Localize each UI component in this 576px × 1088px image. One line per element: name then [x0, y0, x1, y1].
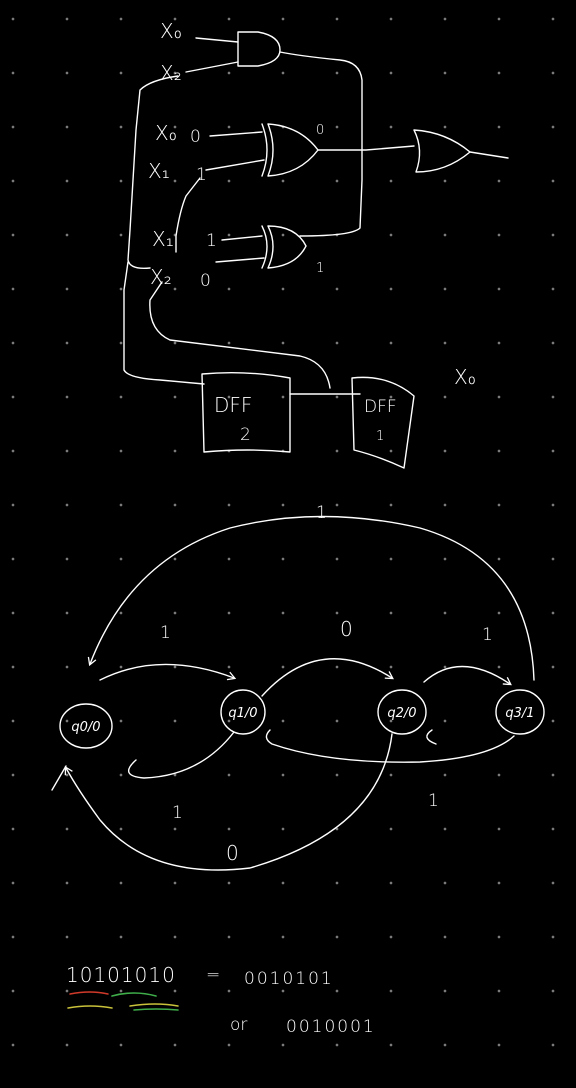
edge-label-q2-q3: 1: [482, 625, 493, 645]
wire-x1-to-xor-mid: [205, 159, 265, 171]
dff2-index: 2: [240, 425, 251, 445]
state-q0-label: q0/0: [71, 720, 100, 735]
dff2-title: DFF: [214, 393, 252, 417]
input-label-x2-top: X₂: [160, 61, 182, 85]
underline-red: [69, 991, 109, 995]
dff1-title: DFF: [364, 397, 397, 417]
wire-x2-to-and-top: [185, 61, 239, 73]
edge-q0-to-q1: [99, 663, 237, 681]
wire-xor-mid-to-or: [317, 145, 415, 151]
sequence-output-b: 0010001: [286, 1017, 376, 1037]
input-label-x0-top: X₀: [160, 19, 182, 43]
wire-x0-to-and-top: [195, 37, 239, 43]
state-machine-diagram: q0/0 q1/0 q2/0 q3/1 1 1 0 1 1 1: [51, 503, 545, 871]
sequence-output-a: 0010101: [244, 969, 334, 989]
wire-or-output: [469, 151, 509, 159]
underline-green-1: [111, 992, 157, 997]
sequence-equals: =: [206, 965, 220, 985]
input-label-x1-mid: X₁: [148, 159, 170, 183]
wire-left-loop-to-dff2: [123, 261, 205, 385]
state-q2: q2/0: [377, 689, 427, 735]
sequence-or-label: or: [230, 1015, 247, 1035]
sequence-input: 10101010: [66, 963, 176, 987]
wire-x2-to-dff2: [149, 281, 331, 389]
edge-label-q1-self: 1: [172, 803, 183, 823]
state-q1-label: q1/0: [228, 706, 257, 721]
state-q2-label: q2/0: [387, 706, 416, 721]
edge-q2-to-q3: [423, 665, 512, 686]
edge-q1-to-q2: [261, 658, 394, 697]
dff2-block: [201, 371, 291, 453]
state-q3: q3/1: [495, 689, 545, 735]
input-value-x1-mid: 1: [196, 165, 207, 185]
wire-x1-to-xor-low: [221, 235, 263, 241]
wire-x0-to-xor-mid: [209, 131, 263, 137]
edge-label-q2-q0: 0: [226, 841, 239, 865]
xor-low-output-value: 1: [316, 261, 324, 276]
wire-and-top-output: [279, 51, 363, 237]
edge-q3-to-q0-top: [87, 515, 535, 681]
xor-gate-mid: [261, 123, 319, 177]
edge-q2-small-hook: [426, 729, 437, 745]
dff1-index: 1: [376, 429, 384, 444]
edge-label-q1-q2: 0: [340, 617, 353, 641]
underline-yellow-2: [129, 1003, 179, 1007]
or-gate-final: [413, 129, 471, 173]
sequence-section: 10101010 = 0010101 or 0010001: [66, 963, 376, 1037]
input-label-x2-low: X₂: [150, 265, 172, 289]
underline-yellow-1: [67, 1005, 113, 1009]
xor-mid-output-value: 0: [316, 123, 324, 138]
state-q0: q0/0: [59, 703, 113, 749]
wire-x2-left-bus: [127, 75, 179, 270]
dff1-block: [351, 376, 415, 469]
edge-label-q3-q1: 1: [428, 791, 439, 811]
input-value-x2-low: 0: [200, 271, 211, 291]
state-q3-label: q3/1: [505, 706, 534, 721]
input-label-x0-mid: X₀: [155, 121, 177, 145]
wire-x1-branch: [175, 177, 201, 253]
input-value-x1-low: 1: [206, 231, 217, 251]
edge-q1-self-loop: [127, 731, 235, 779]
side-label-x0: X₀: [454, 365, 476, 389]
input-label-x1-low: X₁: [152, 227, 174, 251]
edge-label-q3-q0-top: 1: [316, 503, 327, 523]
circuit-diagram: X₀ X₂ X₀ 0 X₁ 1 0 X₁: [123, 19, 509, 469]
input-value-x0-mid: 0: [190, 127, 201, 147]
state-q1: q1/0: [220, 689, 266, 735]
edge-q3-to-q1: [265, 729, 515, 763]
xor-gate-low: [261, 225, 307, 269]
underline-green-2: [133, 1008, 179, 1011]
edge-q2-to-q0-bottom: [64, 733, 393, 871]
wire-x2-to-xor-low: [215, 257, 265, 263]
and-gate-top: [237, 31, 281, 67]
edge-q0-arrow-tail: [51, 765, 67, 791]
edge-label-q0-q1: 1: [160, 623, 171, 643]
